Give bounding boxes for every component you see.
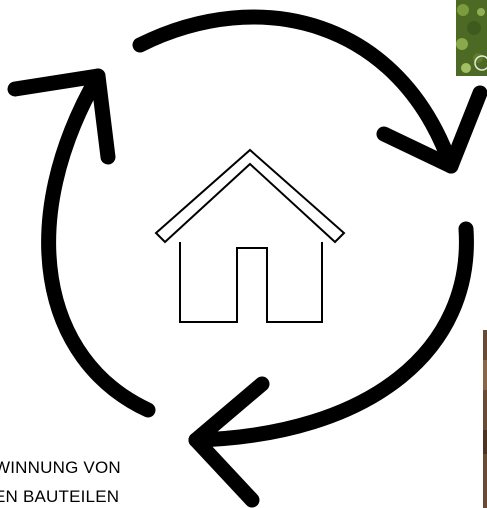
caption-line-2: EN BAUTEILEN (0, 487, 119, 507)
edge-photo-bottom (483, 330, 487, 508)
arrow-top-right (140, 17, 480, 166)
edge-photo-top (456, 0, 487, 76)
caption-line-1: WINNUNG VON (0, 458, 121, 478)
cycle-arrows-icon (15, 17, 480, 500)
arrow-left (15, 76, 148, 410)
house-icon (156, 150, 344, 322)
